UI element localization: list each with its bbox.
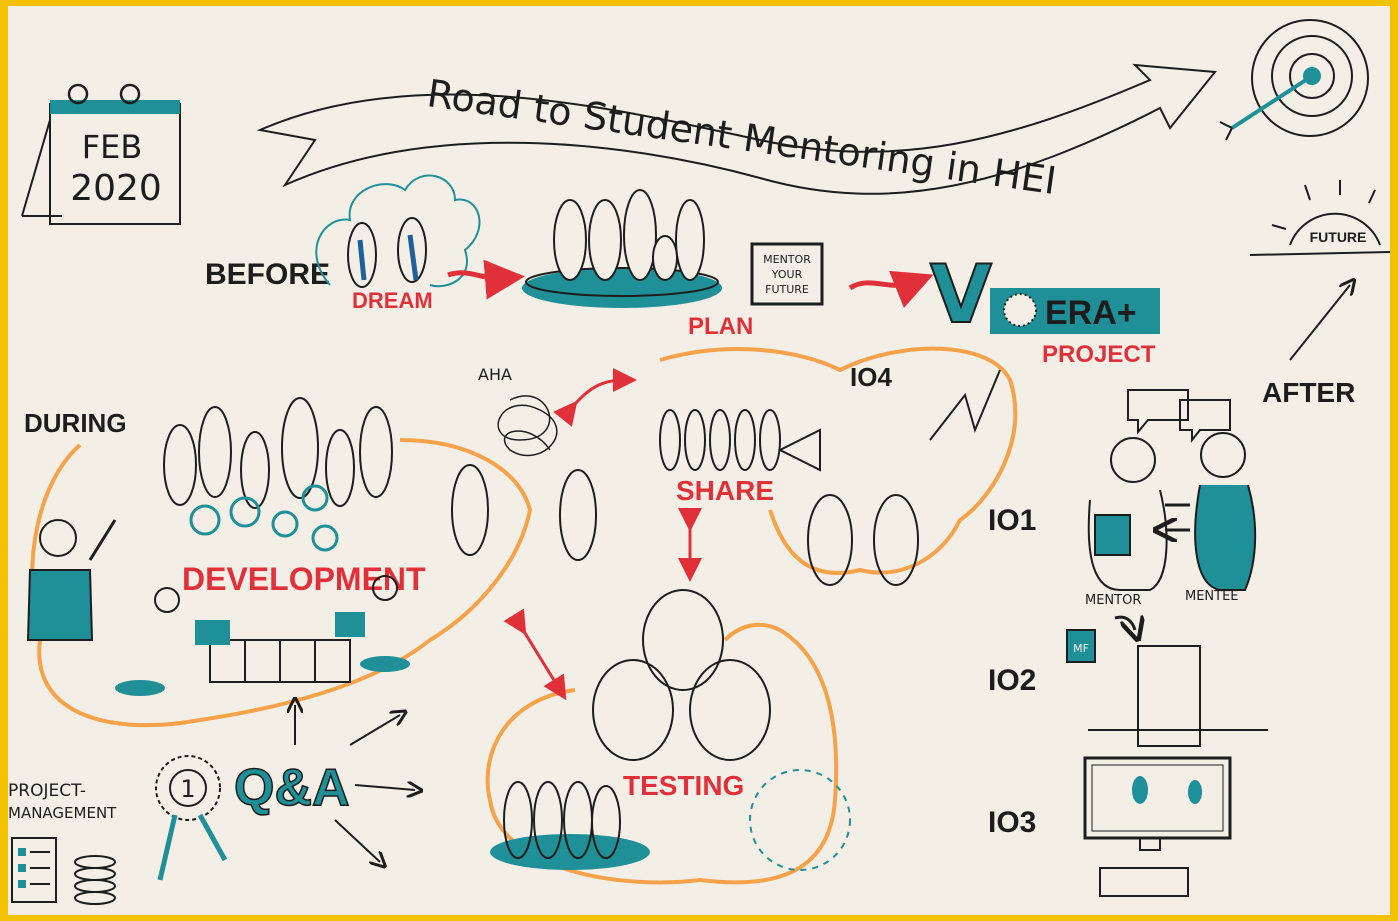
sign-line-1: MENTOR <box>763 253 811 266</box>
qa-label: Q&A <box>234 759 350 817</box>
erasmus-text: ERA+ <box>1045 294 1137 332</box>
arrow-aha-share <box>553 368 637 427</box>
university-building-icon: MF <box>1066 617 1268 747</box>
erasmus-logo: V ERA+ <box>929 247 1160 342</box>
future-label: FUTURE <box>1310 229 1367 245</box>
future-sunrise: FUTURE <box>1249 180 1391 361</box>
phase-during: DURING <box>24 408 127 438</box>
checklist-icon <box>11 837 57 903</box>
erasmus-check: V <box>930 248 992 341</box>
output-io1: IO1 <box>988 504 1036 537</box>
output-io4: IO4 <box>850 362 892 392</box>
sign-line-2: YOUR <box>771 268 803 281</box>
development-crowd <box>163 397 393 552</box>
coins-icon <box>74 855 116 905</box>
qa-badge-number: 1 <box>180 775 195 803</box>
paper-sheet <box>8 6 1390 915</box>
aha-scribble: AHA <box>451 365 597 561</box>
role-mentor: MENTOR <box>1085 593 1141 608</box>
computer-monitor-icon <box>1083 756 1232 897</box>
stage-dream: DREAM <box>352 288 433 313</box>
stage-share: SHARE <box>676 475 774 506</box>
small-logo-text: MF <box>1073 642 1089 655</box>
qa-arrows <box>295 705 415 862</box>
testing-groups <box>490 589 851 871</box>
mentor-your-future-sign: MENTOR YOUR FUTURE <box>750 242 824 306</box>
role-mentee: MENTEE <box>1185 589 1239 604</box>
plan-team <box>522 189 722 308</box>
target-icon <box>1219 19 1369 141</box>
mentor-mentee-figures <box>1087 389 1257 591</box>
stage-development: DEVELOPMENT <box>182 561 426 597</box>
testing-zone-outline <box>485 622 839 885</box>
calendar-year: 2020 <box>70 168 162 209</box>
calendar-month: FEB <box>82 128 143 166</box>
dream-cloud <box>315 174 481 288</box>
stage-project: PROJECT <box>1042 341 1156 368</box>
share-zone-outline <box>659 346 1018 575</box>
output-io3: IO3 <box>988 806 1036 839</box>
calendar-icon: FEB 2020 <box>21 83 181 225</box>
qa-badge-icon: 1 <box>155 755 228 881</box>
stage-testing: TESTING <box>623 770 744 801</box>
bridge-builders <box>115 575 410 696</box>
share-crowd <box>659 369 1001 586</box>
worker-figure <box>26 519 117 641</box>
output-io2: IO2 <box>988 664 1036 697</box>
sign-line-3: FUTURE <box>765 283 809 296</box>
stage-plan: PLAN <box>688 313 753 340</box>
phase-after: AFTER <box>1262 377 1355 408</box>
phase-before: BEFORE <box>205 258 330 291</box>
arrow-plan-erasmus <box>848 270 934 308</box>
management-line-1: PROJECT- <box>8 781 86 801</box>
management-line-2: MANAGEMENT <box>8 804 117 822</box>
arrow-dream-plan <box>447 259 525 300</box>
stage-aha: AHA <box>478 365 512 384</box>
arrow-dev-testing <box>503 608 567 701</box>
